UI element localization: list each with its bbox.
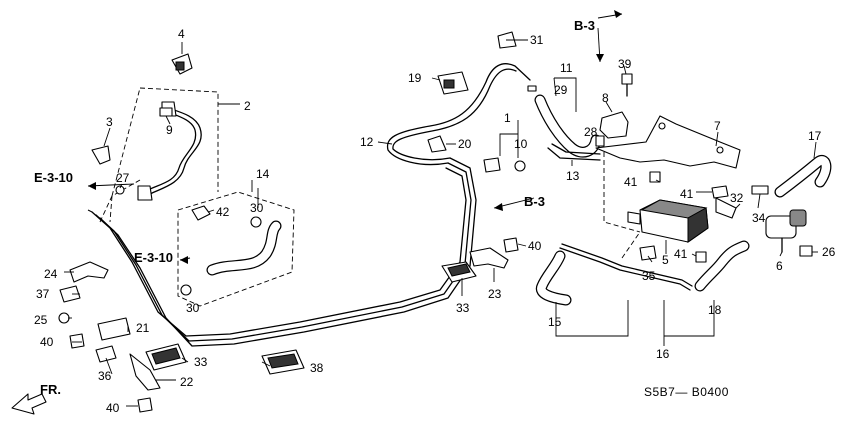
leader-lines — [64, 13, 818, 407]
callout-35[interactable]: 35 — [642, 269, 656, 283]
callout-10[interactable]: 10 — [514, 137, 528, 151]
callout-13[interactable]: 13 — [566, 169, 580, 183]
callout-37[interactable]: 37 — [36, 287, 50, 301]
group-outline-canister — [603, 152, 641, 259]
hose-18 — [694, 240, 750, 292]
callout-27[interactable]: 27 — [116, 171, 130, 185]
callout-21[interactable]: 21 — [136, 321, 150, 335]
callout-38[interactable]: 38 — [310, 361, 324, 375]
hose-15-pipe-16 — [535, 243, 693, 306]
group-outline-14 — [177, 191, 295, 307]
callout-42[interactable]: 42 — [216, 205, 230, 219]
main-pipe-bundle — [87, 157, 477, 347]
callout-33-bottom[interactable]: 33 — [194, 355, 208, 369]
callout-20[interactable]: 20 — [458, 137, 472, 151]
hose-14 — [180, 216, 282, 296]
callout-29[interactable]: 29 — [554, 83, 568, 97]
ref-b3-top[interactable]: B-3 — [574, 18, 595, 33]
callout-30-top[interactable]: 30 — [250, 201, 264, 215]
callout-11[interactable]: 11 — [560, 61, 573, 75]
callout-18[interactable]: 18 — [708, 303, 722, 317]
callout-36[interactable]: 36 — [98, 369, 112, 383]
callout-34[interactable]: 34 — [752, 211, 766, 225]
callout-30-bottom[interactable]: 30 — [186, 301, 200, 315]
ref-b3-mid[interactable]: B-3 — [524, 194, 545, 209]
callout-40-mid[interactable]: 40 — [528, 239, 542, 253]
callout-12[interactable]: 12 — [360, 135, 374, 149]
callout-41-c[interactable]: 41 — [674, 247, 688, 261]
callout-8[interactable]: 8 — [602, 91, 609, 105]
callout-15[interactable]: 15 — [548, 315, 562, 329]
callout-3[interactable]: 3 — [106, 115, 113, 129]
callout-16[interactable]: 16 — [656, 347, 670, 361]
hose-17 — [774, 155, 832, 198]
callout-33-top[interactable]: 33 — [456, 301, 470, 315]
callout-9[interactable]: 9 — [166, 123, 173, 137]
callout-1[interactable]: 1 — [504, 111, 511, 125]
callout-40-left[interactable]: 40 — [40, 335, 54, 349]
callout-40-bottom[interactable]: 40 — [106, 401, 120, 415]
ref-e310-left[interactable]: E-3-10 — [34, 170, 73, 185]
hose-13 — [534, 94, 602, 161]
callout-23[interactable]: 23 — [488, 287, 502, 301]
pipe-2 — [137, 101, 202, 201]
front-label: FR. — [40, 382, 61, 397]
callout-39[interactable]: 39 — [618, 57, 632, 71]
small-parts — [58, 31, 813, 413]
callout-19[interactable]: 19 — [408, 71, 422, 85]
callout-41-b[interactable]: 41 — [680, 187, 694, 201]
callout-41-a[interactable]: 41 — [624, 175, 638, 189]
callout-25[interactable]: 25 — [34, 313, 48, 327]
arrowheads — [88, 10, 622, 264]
bracket-7 — [595, 115, 741, 169]
callout-5[interactable]: 5 — [662, 253, 669, 267]
callout-4[interactable]: 4 — [178, 27, 185, 41]
callout-22[interactable]: 22 — [180, 375, 194, 389]
callout-32[interactable]: 32 — [730, 191, 744, 205]
diagram-code: S5B7— B0400 — [644, 385, 729, 399]
callout-24[interactable]: 24 — [44, 267, 58, 281]
callout-17[interactable]: 17 — [808, 129, 822, 143]
callout-7[interactable]: 7 — [714, 119, 721, 133]
callout-2[interactable]: 2 — [244, 99, 251, 113]
callout-26[interactable]: 26 — [822, 245, 836, 259]
canister-5 — [627, 199, 709, 243]
callout-31[interactable]: 31 — [530, 33, 544, 47]
valve-6 — [765, 209, 807, 253]
front-arrow — [11, 393, 47, 415]
pipe-12 — [386, 63, 531, 166]
part-8 — [599, 111, 629, 139]
callout-6[interactable]: 6 — [776, 259, 783, 273]
callout-numbers: 1 2 3 4 5 6 7 8 9 10 11 12 13 14 15 16 1… — [34, 27, 836, 415]
ref-e310-mid[interactable]: E-3-10 — [134, 250, 173, 265]
group-outline-2 — [99, 87, 219, 223]
callout-28[interactable]: 28 — [584, 125, 598, 139]
callout-14[interactable]: 14 — [256, 167, 270, 181]
